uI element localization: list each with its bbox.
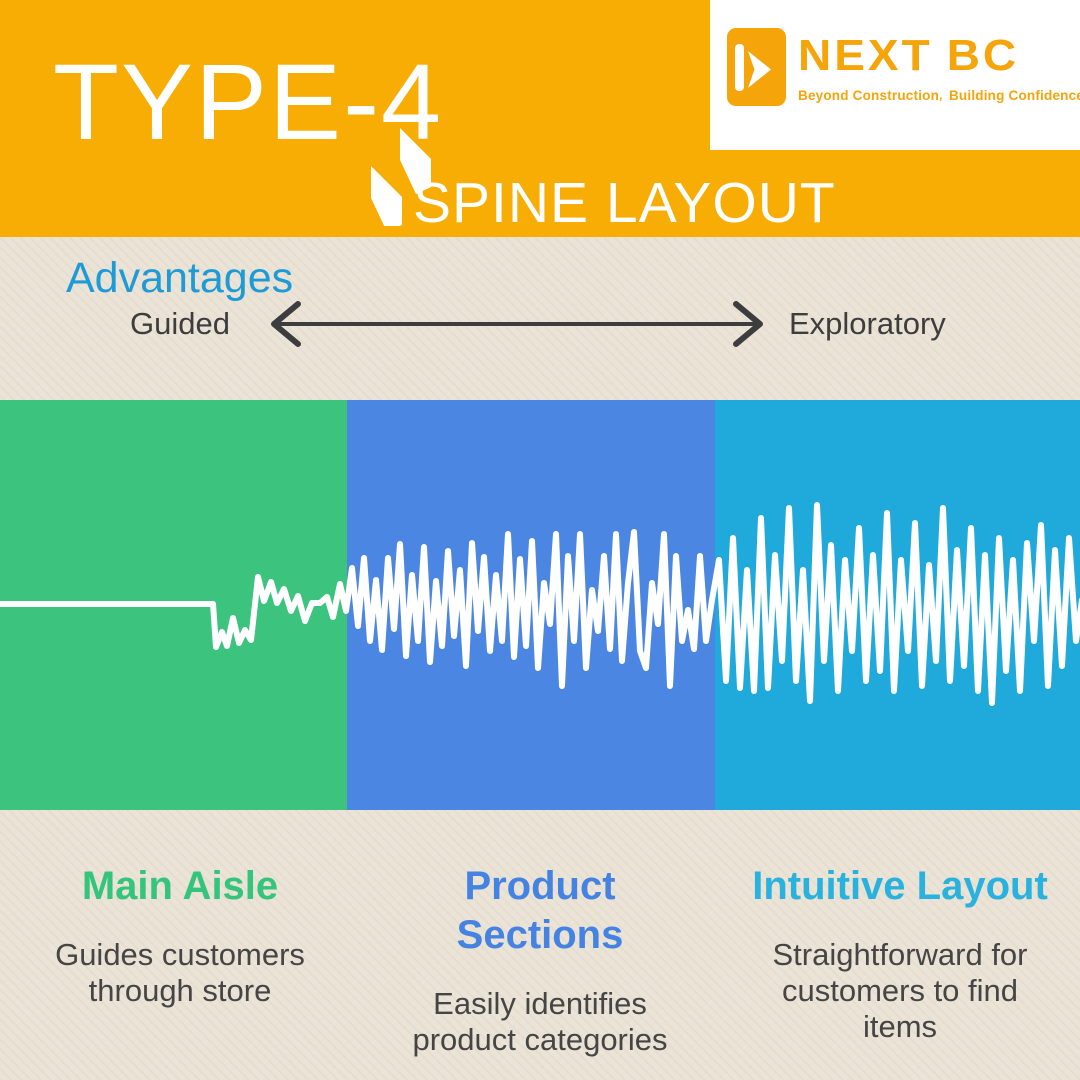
advantages-label: Advantages	[66, 254, 294, 302]
brand-word-next: NEXT	[798, 30, 933, 80]
column-intuitive-layout: Intuitive Layout Straightforward for cus…	[723, 862, 1077, 1046]
column-title: Main Aisle	[81, 864, 279, 908]
brand-word-bc: BC	[946, 30, 1020, 80]
double-arrow-icon	[271, 301, 763, 347]
tagline-right: Building Confidence	[948, 88, 1080, 103]
zigzag-icon	[371, 128, 431, 226]
page-subtitle: SPINE LAYOUT	[413, 171, 836, 235]
waveform-line	[0, 502, 1080, 706]
brand-logo-icon	[727, 28, 786, 106]
tagline-separator-icon: ,	[938, 88, 946, 103]
column-main-aisle: Main Aisle Guides customers through stor…	[15, 862, 345, 1009]
axis-label-exploratory: Exploratory	[789, 306, 946, 341]
column-title: Intuitive Layout	[752, 864, 1048, 908]
column-body: Straightforward for customers to find it…	[772, 936, 1028, 1045]
logo-bar-shape	[735, 44, 744, 91]
brand-wordmark: NEXT BC	[798, 33, 1073, 77]
brand-text: NEXT BC Beyond Construction, Building Con…	[798, 33, 1080, 103]
column-title: Product Sections	[456, 864, 624, 957]
brand-tagline: Beyond Construction, Building Confidence	[798, 88, 1080, 103]
header-band: TYPE-4 SPINE LAYOUT NEXT BC Beyond Constr…	[0, 0, 1080, 237]
column-body: Easily identifies product categories	[412, 985, 668, 1057]
logo-arrow-shape	[748, 51, 771, 88]
brand-logo: NEXT BC Beyond Construction, Building Con…	[710, 0, 1080, 150]
column-body: Guides customers through store	[55, 936, 305, 1009]
spectrum-band	[0, 400, 1080, 810]
column-product-sections: Product Sections Easily identifies produ…	[383, 862, 697, 1058]
page-title: TYPE-4	[53, 41, 444, 162]
tagline-left: Beyond Construction	[798, 88, 940, 103]
axis-label-guided: Guided	[130, 306, 230, 341]
